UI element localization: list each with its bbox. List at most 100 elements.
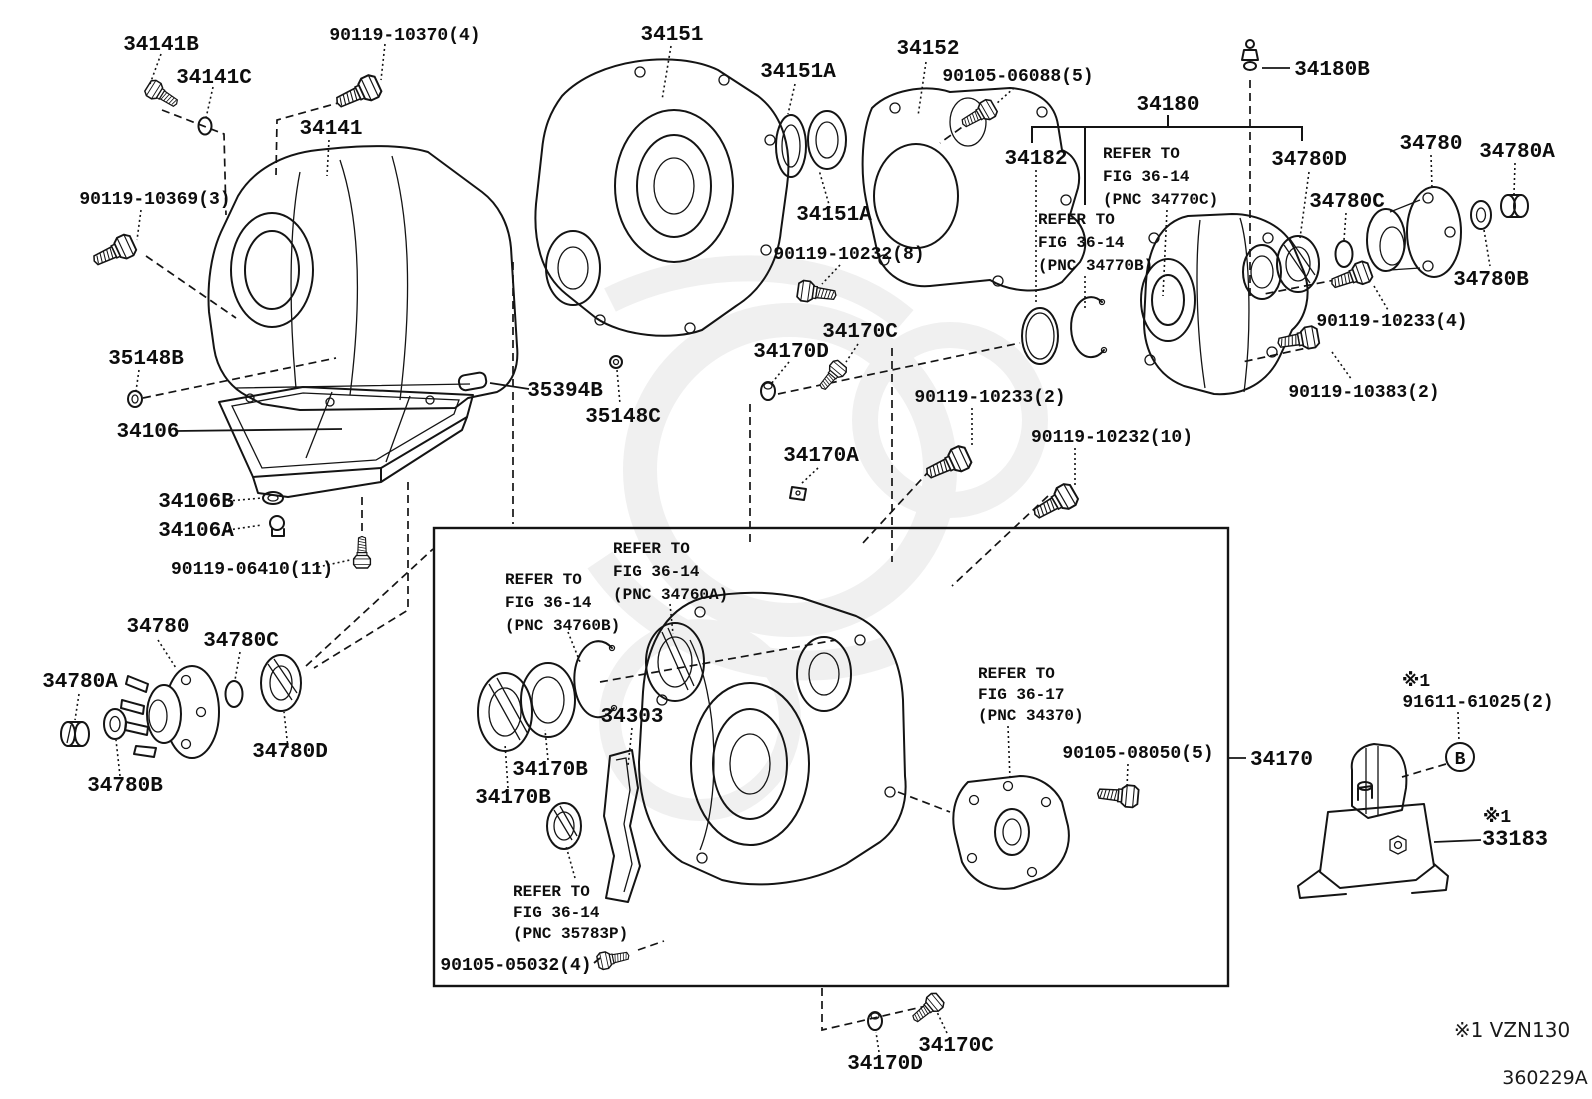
label-refer-34770c-2: FIG 36-14 bbox=[1103, 168, 1190, 186]
label-34141: 34141 bbox=[299, 118, 362, 141]
label-b06088: 90105-06088(5) bbox=[942, 67, 1093, 87]
label-refer-34760a-3: (PNC 34760A) bbox=[613, 586, 728, 604]
bearing-34760a bbox=[645, 622, 705, 702]
oil-pan-34106 bbox=[218, 386, 474, 498]
label-b10232-8: 90119-10232(8) bbox=[773, 245, 924, 265]
transfer-case-34170 bbox=[638, 591, 907, 886]
label-b-letter: B bbox=[1455, 750, 1466, 770]
label-drawing-number: 360229A bbox=[1502, 1067, 1588, 1089]
label-34780-tr: 34780 bbox=[1399, 133, 1462, 156]
callout-circle-b bbox=[1445, 742, 1475, 772]
label-refer-34760b-3: (PNC 34760B) bbox=[505, 617, 620, 635]
label-refer-34770c-3: (PNC 34770C) bbox=[1103, 191, 1218, 209]
label-b10233-2: 90119-10233(2) bbox=[914, 388, 1065, 408]
washer-34780b-right bbox=[1470, 200, 1492, 230]
label-34151: 34151 bbox=[640, 24, 703, 47]
label-refer-34370-2: FIG 36-17 bbox=[978, 686, 1064, 704]
label-34170d-btm: 34170D bbox=[847, 1053, 923, 1076]
bushing-34780a-left bbox=[60, 721, 90, 747]
seal-34780d-left bbox=[260, 654, 302, 712]
label-34780-ll: 34780 bbox=[126, 616, 189, 639]
snap-ring-34760b bbox=[573, 640, 618, 719]
label-34106a: 34106A bbox=[158, 520, 234, 543]
plug-35148c bbox=[609, 355, 623, 369]
nut-34170d-bottom bbox=[867, 1011, 883, 1031]
leader-lines bbox=[74, 43, 1516, 1053]
adapter-housing-34151 bbox=[534, 58, 790, 337]
extension-housing-34141 bbox=[207, 145, 519, 411]
label-34170d-mid: 34170D bbox=[753, 341, 829, 364]
label-refer-34760b-1: REFER TO bbox=[505, 571, 582, 589]
label-b05032: 90105-05032(4) bbox=[440, 956, 591, 976]
label-34151a-top: 34151A bbox=[760, 61, 836, 84]
label-refer-34770b-1: REFER TO bbox=[1038, 211, 1115, 229]
carrier-34180 bbox=[1140, 213, 1309, 396]
label-34170a: 34170A bbox=[783, 445, 859, 468]
oring-34780c-left bbox=[224, 680, 244, 708]
label-note1-b: ※1 bbox=[1483, 807, 1511, 828]
label-refer-34760a-2: FIG 36-14 bbox=[613, 563, 700, 581]
label-34106b: 34106B bbox=[158, 491, 234, 514]
label-35394b: 35394B bbox=[527, 380, 603, 403]
gasket-ring-35148b bbox=[127, 390, 143, 408]
label-34180: 34180 bbox=[1136, 94, 1199, 117]
oring-34141c bbox=[197, 116, 213, 136]
dashed-lines bbox=[142, 80, 1447, 1032]
bushing-34780a-right bbox=[1500, 194, 1529, 218]
bolts bbox=[88, 72, 1375, 1028]
label-34170c-btm: 34170C bbox=[918, 1035, 994, 1058]
label-34780d-tr: 34780D bbox=[1271, 149, 1347, 172]
washer-34780b-left bbox=[103, 708, 127, 740]
drain-plug-gasket-34106b bbox=[262, 491, 284, 505]
label-b08050: 90105-08050(5) bbox=[1062, 744, 1213, 764]
label-34170b-1: 34170B bbox=[512, 759, 588, 782]
label-33183: 33183 bbox=[1482, 827, 1548, 852]
label-footnote: ※1 VZN130 bbox=[1454, 1018, 1570, 1042]
label-b10370: 90119-10370(4) bbox=[329, 26, 480, 46]
label-refer-34370-3: (PNC 34370) bbox=[978, 707, 1084, 725]
needle-bearing-35783p bbox=[546, 802, 582, 850]
label-34151a-low: 34151A bbox=[796, 204, 872, 227]
bolt-90119-10233-4 bbox=[1327, 258, 1375, 295]
oring-34780c-right bbox=[1334, 240, 1354, 268]
nut-34170d-mid bbox=[760, 381, 776, 401]
label-34780c-ll: 34780C bbox=[203, 630, 279, 653]
output-flange-34780-left bbox=[120, 665, 220, 759]
label-refer-34760b-2: FIG 36-14 bbox=[505, 594, 592, 612]
mount-33183 bbox=[1297, 743, 1449, 899]
label-refer-34770b-2: FIG 36-14 bbox=[1038, 234, 1125, 252]
label-34170c-mid: 34170C bbox=[822, 321, 898, 344]
label-34141c: 34141C bbox=[176, 67, 252, 90]
label-b06410: 90119-06410(11) bbox=[171, 560, 333, 580]
drain-plug-34106a bbox=[269, 515, 285, 537]
label-35148b: 35148B bbox=[108, 348, 184, 371]
bolt-90119-06410 bbox=[352, 535, 372, 569]
label-34106: 34106 bbox=[116, 421, 179, 444]
label-34780a-tr: 34780A bbox=[1479, 141, 1555, 164]
label-b10383: 90119-10383(2) bbox=[1288, 383, 1439, 403]
bracket-34180 bbox=[1031, 115, 1303, 205]
label-34780b-ll: 34780B bbox=[87, 775, 163, 798]
bolt-90105-05032 bbox=[595, 946, 632, 971]
label-34170: 34170 bbox=[1250, 749, 1313, 772]
bearing-34170b-right bbox=[520, 662, 576, 738]
bolt-90119-10369 bbox=[88, 231, 139, 273]
seal-34780d-right bbox=[1276, 235, 1320, 293]
magnet-35394b bbox=[457, 371, 488, 392]
label-refer-34370-1: REFER TO bbox=[978, 665, 1055, 683]
label-b10232-10: 90119-10232(10) bbox=[1031, 428, 1193, 448]
label-refer-35783p-2: FIG 36-14 bbox=[513, 904, 600, 922]
label-34170b-2: 34170B bbox=[475, 787, 551, 810]
plate-34152 bbox=[861, 87, 1087, 292]
seals-34151a bbox=[775, 110, 847, 178]
label-34780c-tr: 34780C bbox=[1309, 191, 1385, 214]
plug-34170a bbox=[789, 486, 807, 501]
label-refer-34760a-1: REFER TO bbox=[613, 540, 690, 558]
snap-ring-34770b bbox=[1070, 296, 1108, 359]
output-flange-34780-right bbox=[1366, 186, 1462, 278]
label-34780d-ll: 34780D bbox=[252, 741, 328, 764]
label-refer-35783p-1: REFER TO bbox=[513, 883, 590, 901]
